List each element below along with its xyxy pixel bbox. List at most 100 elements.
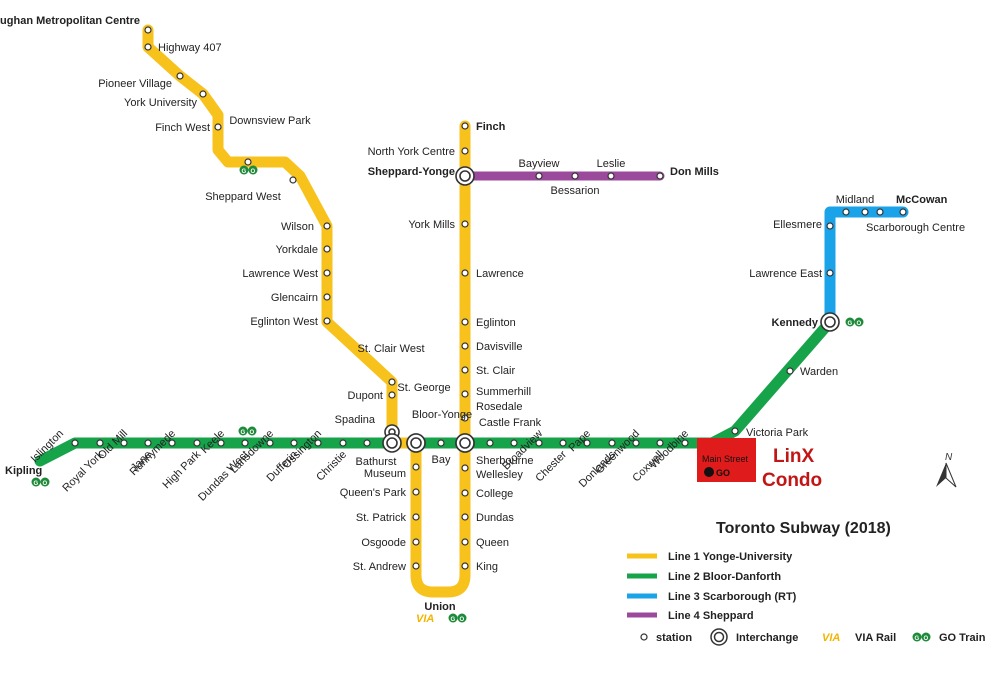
svg-text:G: G <box>241 430 246 436</box>
station-label-finch: Finch <box>476 121 506 133</box>
station-label-victoria-park: Victoria Park <box>746 427 809 439</box>
station-marker-pape <box>583 439 591 447</box>
station-marker-high-park <box>193 439 201 447</box>
station-label-summerhill: Summerhill <box>476 386 531 398</box>
station-label-downsview-park: Downsview Park <box>229 115 311 127</box>
station-marker-ellesmere <box>826 222 834 230</box>
station-marker-yorkdale <box>323 245 331 253</box>
station-marker-davisville <box>461 342 469 350</box>
station-label-dupont: Dupont <box>348 390 383 402</box>
station-label-sherbourne: Sherbourne <box>476 455 534 467</box>
station-label-kipling: Kipling <box>5 465 42 477</box>
station-marker-midland <box>842 208 850 216</box>
station-label-york-mills: York Mills <box>408 219 455 231</box>
station-label-leslie: Leslie <box>597 158 626 170</box>
station-marker-st-patrick <box>412 513 420 521</box>
svg-text:G: G <box>242 169 247 175</box>
station-label-st-clair: St. Clair <box>476 365 515 377</box>
station-label-kennedy: Kennedy <box>772 317 819 329</box>
interchange-inner-bloor-yonge <box>459 437 471 449</box>
station-marker-keele <box>217 439 225 447</box>
station-label-eglinton-west: Eglinton West <box>250 316 318 328</box>
station-marker-woodbine <box>681 439 689 447</box>
station-marker-bessarion <box>571 172 579 180</box>
station-marker-lawrence <box>461 269 469 277</box>
interchange-inner-st-george <box>410 437 422 449</box>
station-marker-greenwood <box>632 439 640 447</box>
station-marker-warden <box>786 367 794 375</box>
station-marker-runnymede <box>168 439 176 447</box>
station-marker-sherbourne <box>486 439 494 447</box>
station-marker-ossington <box>314 439 322 447</box>
station-marker-summerhill <box>461 390 469 398</box>
station-marker-old-mill <box>120 439 128 447</box>
station-marker-glencairn <box>323 293 331 301</box>
station-marker-victoria-park <box>731 427 739 435</box>
station-label-sheppard-west: Sheppard West <box>205 191 281 203</box>
station-label-dundas: Dundas <box>476 512 514 524</box>
station-label-ellesmere: Ellesmere <box>773 219 822 231</box>
station-marker-pioneer-village <box>176 72 184 80</box>
station-marker-downsview-park <box>244 158 252 166</box>
north-arrow-icon: N <box>936 452 957 488</box>
station-label-christie: Christie <box>314 449 349 484</box>
station-marker-sheppard-west <box>289 176 297 184</box>
station-label-yorkdale: Yorkdale <box>276 244 318 256</box>
svg-text:G: G <box>34 481 39 487</box>
station-label-wilson: Wilson <box>281 221 314 233</box>
station-label-scarborough-centre: Scarborough Centre <box>866 222 965 234</box>
station-label-highway-407: Highway 407 <box>158 42 222 54</box>
station-label-greenwood: Greenwood <box>593 428 642 477</box>
station-marker-broadview <box>535 439 543 447</box>
condo-label: Condo <box>762 470 822 491</box>
station-marker-castle-frank <box>510 439 518 447</box>
station-marker-king <box>461 562 469 570</box>
station-marker-scarborough-centre <box>861 208 869 216</box>
legend-line4-label: Line 4 Sheppard <box>668 610 754 622</box>
station-label-bayview: Bayview <box>519 158 560 170</box>
svg-text:O: O <box>43 481 48 487</box>
station-label-mccowan: McCowan <box>896 194 948 206</box>
station-label-finch-west: Finch West <box>155 122 210 134</box>
station-marker-don-mills <box>656 172 664 180</box>
station-marker-vaughan-metropolitan-centre <box>144 26 152 34</box>
svg-text:N: N <box>945 452 953 463</box>
station-label-sheppard-yonge: Sheppard-Yonge <box>368 166 455 178</box>
station-marker-lansdowne <box>266 439 274 447</box>
legend: Line 1 Yonge-University Line 2 Bloor-Dan… <box>627 551 986 646</box>
station-marker-st-andrew <box>412 562 420 570</box>
svg-text:O: O <box>251 169 256 175</box>
station-marker-islington <box>71 439 79 447</box>
station-label-bessarion: Bessarion <box>551 185 600 197</box>
station-marker-york-university <box>199 90 207 98</box>
legend-line1-label: Line 1 Yonge-University <box>668 551 793 563</box>
station-marker-chester <box>559 439 567 447</box>
legend-interchange-label: Interchange <box>736 632 798 644</box>
station-label-st-patrick: St. Patrick <box>356 512 407 524</box>
interchange-inner-sheppard-yonge <box>459 170 471 182</box>
station-label-eglinton: Eglinton <box>476 317 516 329</box>
station-label-union: Union <box>424 601 455 613</box>
map-title: Toronto Subway (2018) <box>716 520 891 537</box>
station-label-college: College <box>476 488 513 500</box>
svg-text:O: O <box>250 430 255 436</box>
station-marker-bathurst <box>363 439 371 447</box>
station-label-bloor-yonge: Bloor-Yonge <box>412 409 472 421</box>
station-label-queen-s-park: Queen's Park <box>340 487 407 499</box>
station-marker-christie <box>339 439 347 447</box>
station-marker-queen <box>461 538 469 546</box>
station-label-lawrence: Lawrence <box>476 268 524 280</box>
svg-text:O: O <box>460 617 465 623</box>
line1-route <box>142 24 471 598</box>
station-label-chester: Chester <box>533 448 569 484</box>
station-marker-finch-west <box>214 123 222 131</box>
station-marker-lawrence-west <box>323 269 331 277</box>
station-marker-osgoode <box>412 538 420 546</box>
station-label-queen: Queen <box>476 537 509 549</box>
svg-text:O: O <box>924 636 929 642</box>
station-marker-dufferin <box>290 439 298 447</box>
